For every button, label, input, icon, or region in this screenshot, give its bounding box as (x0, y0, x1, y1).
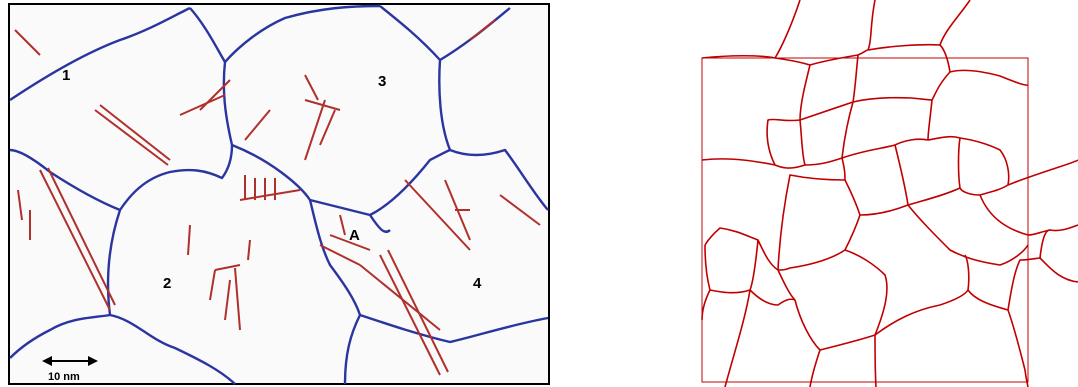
scale-bar-arrowhead-right (88, 356, 98, 366)
scale-bar: 10 nm (42, 356, 98, 383)
grain-boundaries (9, 4, 549, 385)
region-label-a: A (349, 227, 360, 244)
scale-bar-label: 10 nm (48, 371, 80, 383)
grain-label-3: 3 (378, 73, 386, 90)
grain-label-1: 1 (62, 67, 70, 84)
scale-bar-arrowhead-left (42, 356, 52, 366)
voronoi-edges (701, 0, 1078, 387)
grain-labels: 1 2 3 4 A (62, 67, 482, 292)
microstructure-image: 1 2 3 4 A 10 nm (8, 3, 550, 385)
stacking-faults (14, 19, 541, 376)
grain-label-4: 4 (473, 275, 482, 292)
grain-label-2: 2 (163, 275, 171, 292)
simulation-box (701, 57, 1029, 383)
voronoi-diagram (701, 0, 1078, 387)
